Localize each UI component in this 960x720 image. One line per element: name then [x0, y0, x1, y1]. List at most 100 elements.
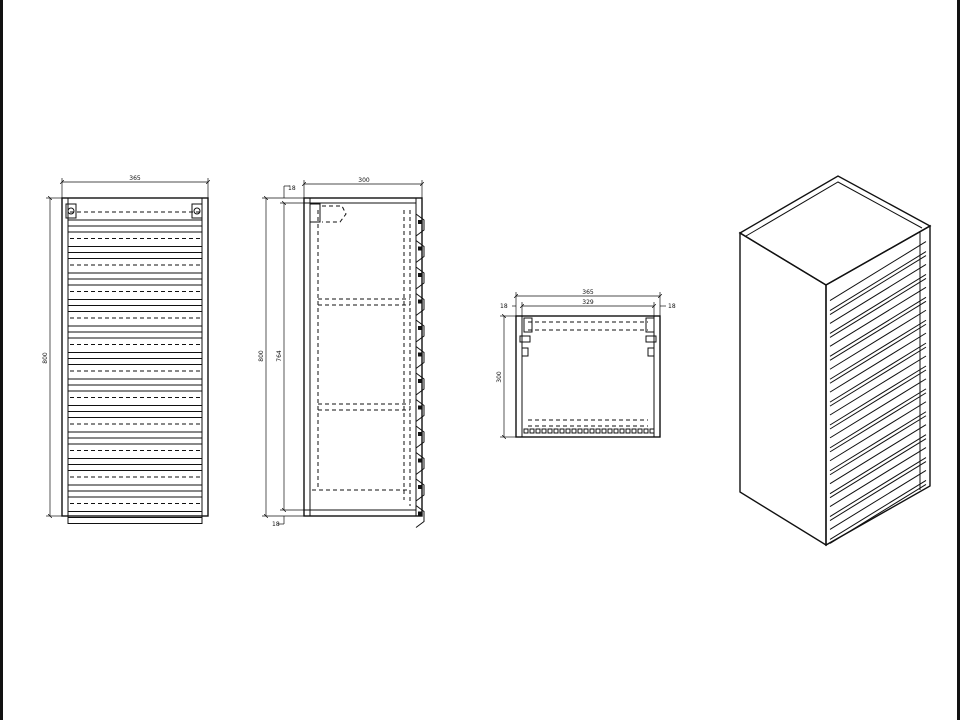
side-slat-mark	[418, 379, 422, 383]
side-height-label: 800	[258, 350, 265, 362]
side-slat-mark	[418, 511, 422, 516]
front-view: 365 800	[42, 175, 208, 524]
iso-slat-line	[829, 479, 927, 540]
iso-slat-line	[829, 392, 927, 453]
iso-slat-line	[829, 286, 927, 347]
iso-slat-line	[829, 457, 927, 517]
side-slat-mark	[418, 352, 422, 357]
iso-slat-line	[829, 342, 927, 403]
side-slat-mark	[418, 273, 422, 277]
side-top-offset-label: 18	[288, 185, 296, 192]
side-slat-tooth	[415, 372, 425, 396]
top-slat-tooth	[583, 428, 589, 434]
iso-slat-line	[829, 241, 927, 302]
iso-slat-line	[829, 401, 927, 462]
top-depth-label: 300	[496, 371, 503, 383]
side-slat-profile	[415, 213, 425, 528]
side-slat-mark	[418, 220, 422, 224]
top-slat-tooth	[589, 428, 595, 434]
top-slat-tooth	[643, 428, 649, 434]
top-slat-tooth	[529, 428, 535, 434]
iso-side-face	[739, 231, 827, 547]
side-outline	[303, 197, 423, 517]
top-slat-tooth	[577, 428, 583, 434]
front-width-label: 365	[129, 175, 141, 182]
side-slat-tooth	[415, 293, 425, 316]
top-slat-tooth	[571, 428, 577, 434]
iso-slat-line	[829, 264, 927, 324]
iso-slat-line	[829, 424, 927, 485]
iso-slat-line	[829, 447, 927, 507]
iso-slat-line	[829, 309, 927, 370]
top-slat-tooth	[613, 428, 619, 434]
side-slat-mark	[418, 246, 422, 251]
iso-slat-line	[829, 296, 927, 357]
side-slat-tooth	[415, 346, 425, 369]
iso-slat-line	[829, 300, 927, 361]
top-outline	[515, 315, 661, 438]
top-view: 365 329 18 18 300	[496, 289, 676, 437]
side-hanger	[309, 203, 321, 223]
isometric-view	[738, 175, 932, 547]
top-hanger-right	[645, 317, 655, 333]
front-outline	[61, 197, 209, 517]
top-slat-tooth	[619, 428, 625, 434]
left-border	[0, 0, 3, 720]
top-slat-tooth	[625, 428, 631, 434]
top-slat-tooth	[607, 428, 613, 434]
side-slat-tooth	[415, 452, 425, 475]
iso-slat-line	[829, 369, 927, 430]
iso-slat-line	[829, 319, 927, 380]
side-slat-mark	[418, 299, 422, 304]
iso-slat-line	[829, 346, 927, 407]
side-slat-tooth	[415, 478, 425, 502]
front-height-label: 800	[42, 352, 49, 364]
iso-slat-line	[829, 438, 927, 499]
top-slat-tooth	[565, 428, 571, 434]
iso-slat-line	[829, 274, 927, 334]
side-slat-mark	[418, 326, 422, 330]
iso-slat-line	[829, 388, 927, 449]
front-hinge-left	[65, 203, 77, 219]
top-right-offset-label: 18	[668, 303, 676, 310]
front-slats	[67, 211, 203, 524]
top-left-offset-label: 18	[500, 303, 508, 310]
top-slat-tooth	[553, 428, 559, 434]
side-slat-mark	[418, 432, 422, 436]
side-slat-tooth	[415, 240, 425, 263]
top-slat-tooth	[559, 428, 565, 434]
top-width-label: 365	[582, 289, 594, 296]
side-slat-mark	[418, 485, 422, 489]
side-inner-height-label: 764	[276, 350, 283, 362]
front-hinge-right	[191, 203, 203, 219]
top-slat-tooth	[535, 428, 541, 434]
iso-slat-line	[829, 323, 927, 384]
iso-slat-line	[829, 411, 927, 472]
iso-slat-line	[829, 251, 927, 312]
top-slat-tooth	[601, 428, 607, 434]
iso-top-face	[738, 175, 932, 286]
iso-slat-line	[829, 469, 927, 530]
top-slat-tooth	[523, 428, 529, 434]
iso-front-face	[825, 224, 931, 547]
top-slat-tooth	[631, 428, 637, 434]
side-depth-label: 300	[358, 177, 370, 184]
iso-slat-line	[829, 365, 927, 426]
top-slat-profile	[523, 428, 655, 434]
top-hanger-left	[523, 317, 533, 333]
top-slat-tooth	[637, 428, 643, 434]
side-slat-tooth	[415, 266, 425, 290]
iso-slat-line	[829, 378, 927, 439]
top-slat-tooth	[547, 428, 553, 434]
side-bottom-offset-label: 18	[272, 521, 280, 528]
side-slat-tooth	[415, 213, 425, 237]
side-slat-mark	[418, 405, 422, 410]
top-slat-tooth	[595, 428, 601, 434]
iso-slat-line	[829, 255, 927, 316]
top-slat-tooth	[649, 428, 655, 434]
iso-slats	[829, 241, 927, 544]
side-slat-tooth	[415, 425, 425, 449]
iso-slat-line	[829, 415, 927, 476]
side-slat-tooth	[415, 505, 425, 528]
